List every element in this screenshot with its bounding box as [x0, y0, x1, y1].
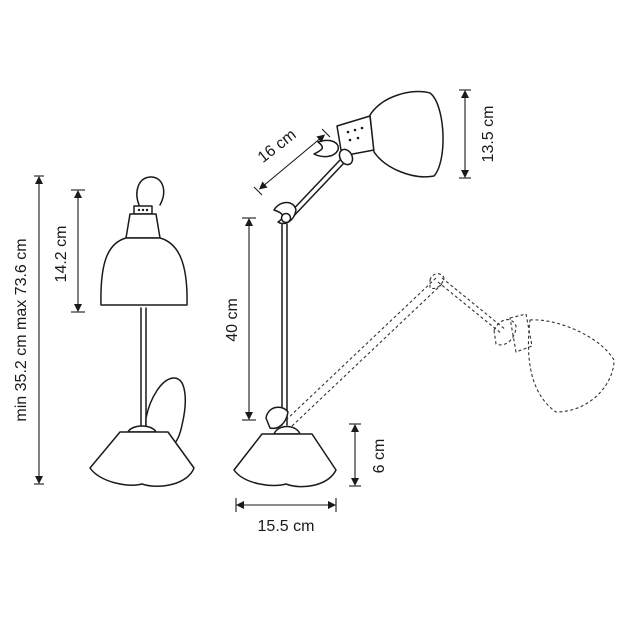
- label-overall-height: min 35.2 cm max 73.6 cm: [13, 238, 30, 421]
- label-head-height: 13.5 cm: [480, 106, 497, 163]
- ghost-upper-arm-a: [437, 281, 503, 335]
- label-shade-height: 14.2 cm: [53, 226, 70, 283]
- front-cord: [136, 176, 165, 206]
- side-base-clip: [265, 406, 289, 430]
- side-upper-arm-b: [288, 162, 345, 222]
- dim-base-height: [349, 423, 361, 487]
- front-view-lamp: [89, 176, 195, 487]
- side-base: [233, 433, 337, 488]
- label-base-height: 6 cm: [371, 439, 388, 474]
- side-view-lamp: [233, 90, 444, 488]
- ghost-head-pivot: [493, 319, 517, 346]
- dim-shade-height: [71, 189, 85, 313]
- front-socket: [125, 213, 161, 239]
- label-lower-arm: 40 cm: [224, 298, 241, 342]
- front-base: [89, 431, 195, 487]
- ghost-head-socket: [509, 313, 533, 353]
- label-base-width: 15.5 cm: [258, 518, 315, 535]
- dim-overall-height: [34, 175, 44, 485]
- ghost-lower-arm-a: [285, 277, 437, 421]
- side-head-pivot: [338, 148, 354, 166]
- side-head-clip: [313, 139, 339, 158]
- ghost-upper-arm-b: [441, 277, 507, 331]
- ghost-elbow: [429, 273, 445, 290]
- dim-head-height: [459, 89, 471, 179]
- ghost-head-shade: [527, 319, 615, 413]
- dim-base-width: [235, 498, 337, 512]
- front-shade: [100, 237, 188, 306]
- side-elbow-joint: [280, 212, 292, 224]
- dim-lower-arm: [242, 217, 256, 421]
- dim-upper-arm: [253, 128, 331, 196]
- ghost-lower-arm-b: [291, 283, 443, 427]
- extended-position-ghost: [285, 273, 615, 427]
- side-head-shade: [369, 90, 444, 178]
